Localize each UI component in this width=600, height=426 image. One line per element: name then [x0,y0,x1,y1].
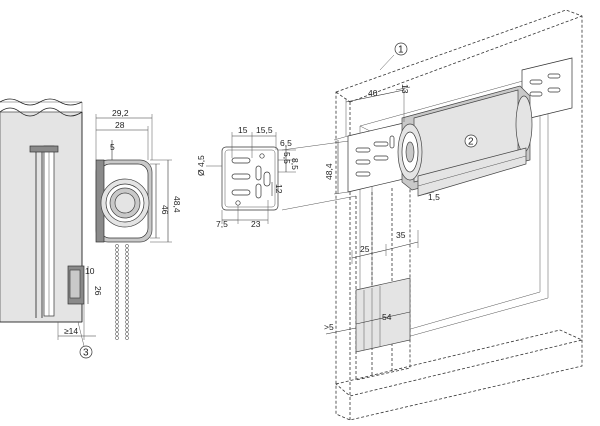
bracket-slot [263,171,271,187]
chain-bead [125,280,129,284]
dim-iso-40: 40 [368,88,378,98]
bracket-hole [235,200,241,206]
chain-bead [125,264,129,268]
chain-bead [115,268,119,272]
dim-bracket-8-5: 8,5 [290,158,300,170]
chain-bead [125,304,129,308]
chain-bead [115,320,119,324]
dim-side-bottom-26: 26 [93,286,103,296]
dim-side-total-width: 29,2 [112,108,129,118]
dim-bracket-23: 23 [251,219,261,229]
dim-side-body-width: 28 [115,120,125,130]
chain-bead [115,288,119,292]
chain-bead [125,312,129,316]
dim-bracket-hole-dia: Ø 4,5 [196,155,206,176]
chain-bead [115,272,119,276]
callout-2-circle [464,134,478,148]
chain-bead [115,264,119,268]
chain-bead [115,284,119,288]
mounting-bracket-view: 15 15,5 6,5 5,5 8,5 Ø 4,5 12 7,5 23 [196,125,357,229]
chain-bead [125,308,129,312]
chain-bead [125,252,129,256]
bracket-slot [231,157,251,164]
bracket-slot [231,173,251,180]
chain-bead [115,296,119,300]
chain-bead [115,276,119,280]
bracket-slot [231,189,251,196]
callout-3: 3 [83,348,89,359]
callout-3-circle [79,345,93,359]
chain-bead [115,324,119,328]
dim-bracket-15-5: 15,5 [256,125,273,135]
callout-1: 1 [398,45,404,56]
chain-bead [115,304,119,308]
chain-bead [125,268,129,272]
window-frame [359,73,549,351]
dim-bracket-height: 48,4 [324,163,334,180]
side-section-view: 29,2 28 5 46 48,4 10 26 ≥14 3 [0,98,182,359]
chain-bead [115,328,119,332]
dim-bracket-7-5: 7,5 [216,219,228,229]
bracket-slot [255,183,262,199]
guide-rail-lower [355,277,411,353]
chain-bead [115,308,119,312]
chain-bead [125,332,129,336]
dim-iso-gt5: >5 [324,322,334,332]
dim-iso-35: 35 [396,230,406,240]
chain-bead [125,284,129,288]
bracket-hole [259,153,265,159]
chain-bead [115,244,119,248]
dim-iso-54: 54 [382,312,392,322]
chain-bead [115,252,119,256]
chain-bead [125,300,129,304]
chain-bead [125,272,129,276]
chain-bead [115,280,119,284]
chain-bead [125,296,129,300]
chain-bead [115,312,119,316]
callout-1-circle [394,42,408,56]
dim-bracket-12: 12 [274,184,284,194]
side-guide-left [355,184,411,381]
chain-bead [125,288,129,292]
dim-bracket-6-5: 6,5 [280,138,292,148]
chain-bead [125,324,129,328]
bottom-bar [417,147,527,197]
dim-iso-25: 25 [360,244,370,254]
dim-iso-1-5: 1,5 [428,192,440,202]
callout-2: 2 [468,137,474,148]
chain-bead [115,256,119,260]
chain-bead [125,292,129,296]
break-line-top [0,107,83,117]
chain-bead [125,256,129,260]
chain-bead [125,320,129,324]
wall-recess-outline [335,9,583,421]
chain-bead [125,316,129,320]
dim-side-top-offset: 5 [110,142,115,152]
isometric-installation-view: 40 13 48,4 1,5 25 35 54 >5 1 2 [324,9,584,421]
dim-bracket-5-5: 5,5 [282,152,292,164]
chain-bead [115,336,119,340]
dim-iso-13: 13 [400,84,410,94]
chain-bead [115,292,119,296]
dim-side-height-outer: 48,4 [172,196,182,213]
chain-bead [125,248,129,252]
dim-bracket-15: 15 [238,125,248,135]
chain-bead [125,336,129,340]
chain-bead [125,244,129,248]
chain-bead [115,316,119,320]
chain-bead [125,260,129,264]
chain-bead [115,332,119,336]
dim-side-min-depth: ≥14 [64,326,78,336]
dim-side-height-inner: 46 [160,205,170,215]
bracket-slot [255,165,262,181]
chain-bead [115,300,119,304]
chain-bead [115,260,119,264]
dim-side-bottom-10: 10 [85,266,95,276]
chain-bead [115,248,119,252]
chain-bead [125,276,129,280]
chain-bead [125,328,129,332]
bead-chain [115,244,129,340]
